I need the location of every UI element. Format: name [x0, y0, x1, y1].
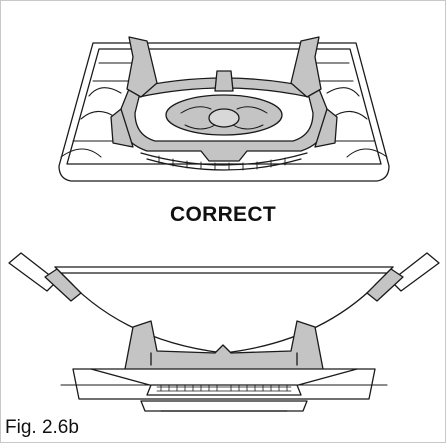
top-view-illustration: [58, 36, 390, 182]
side-view-illustration: [8, 252, 440, 412]
burner-crown-front: [140, 152, 308, 166]
wok-handle-left: [8, 252, 82, 302]
wok-bowl: [60, 272, 388, 354]
hob-plate-outline: [58, 42, 390, 182]
burner-side: [146, 384, 302, 396]
wok-support-side: [124, 320, 324, 374]
figure-caption: Fig. 2.6b: [5, 417, 79, 438]
wok-handle-right: [366, 252, 440, 302]
hob-plate-inner: [66, 48, 382, 165]
ring-arm-right: [290, 36, 322, 98]
ring-arm-left: [126, 36, 158, 98]
correct-label: CORRECT: [170, 203, 276, 226]
